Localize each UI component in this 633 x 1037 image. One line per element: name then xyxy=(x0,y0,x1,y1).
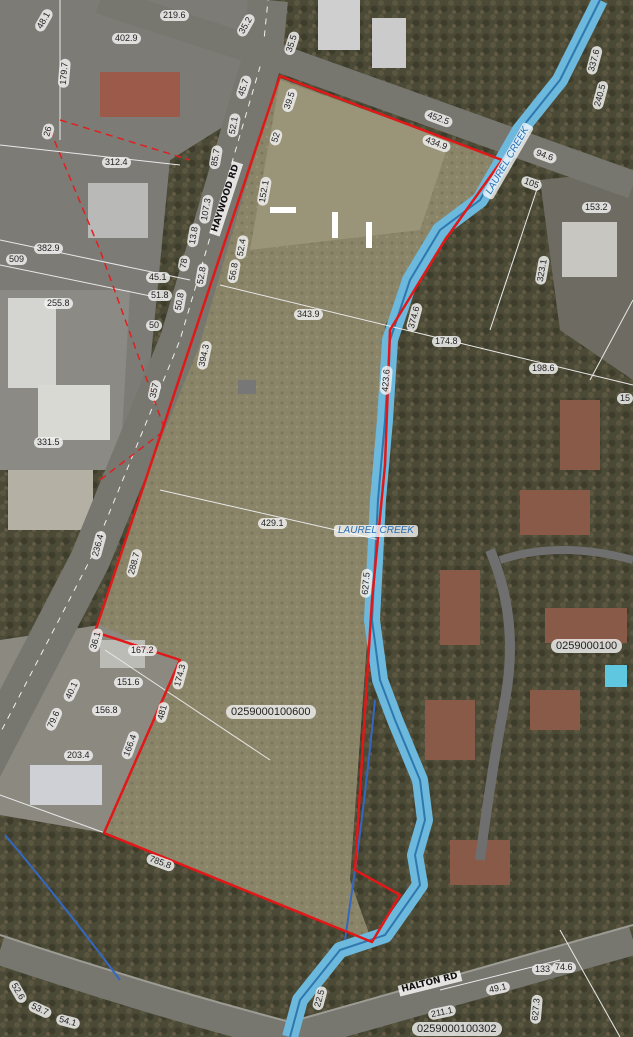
dashed-boundary xyxy=(49,129,166,481)
apartment-building xyxy=(560,400,600,470)
dimension-label: 15 xyxy=(617,393,633,404)
building xyxy=(38,385,110,440)
dimension-label: 509 xyxy=(6,254,28,265)
dimension-label: 156.8 xyxy=(92,705,121,716)
dimension-label: 331.5 xyxy=(34,437,63,448)
structure xyxy=(270,207,296,213)
building xyxy=(100,72,180,117)
parcel-id-east[interactable]: 0259000100 xyxy=(551,639,623,653)
structure xyxy=(238,380,256,394)
tributary-stream xyxy=(4,834,121,981)
dimension-label: 151.6 xyxy=(114,677,143,688)
apartment-drive xyxy=(475,548,515,861)
halton-road-edge xyxy=(0,924,633,1024)
dimension-label: 45.1 xyxy=(146,272,170,283)
dimension-label: 51.8 xyxy=(148,290,172,301)
building xyxy=(318,0,360,50)
building xyxy=(8,470,93,530)
halton-road xyxy=(0,925,633,1037)
apartment-drive xyxy=(498,546,633,564)
dimension-label: 153.2 xyxy=(582,202,611,213)
structure xyxy=(332,212,338,238)
building xyxy=(8,298,56,388)
dimension-label: 133 xyxy=(532,964,554,975)
structure xyxy=(366,222,372,248)
apartment-building xyxy=(520,490,590,535)
dimension-label: 312.4 xyxy=(102,157,131,168)
dimension-label: 219.6 xyxy=(160,10,189,21)
apartment-building xyxy=(530,690,580,730)
haywood-road-centerline xyxy=(0,0,269,735)
building xyxy=(88,183,148,238)
subject-parcel-boundary[interactable] xyxy=(93,74,504,944)
parcel-id-south[interactable]: 0259000100302 xyxy=(412,1022,502,1036)
dimension-label: 402.9 xyxy=(112,33,141,44)
dimension-label: 174.8 xyxy=(432,336,461,347)
building xyxy=(372,18,406,68)
building xyxy=(30,765,102,805)
dimension-label: 203.4 xyxy=(64,750,93,761)
apartment-building xyxy=(440,570,480,645)
apartment-building xyxy=(425,700,475,760)
swimming-pool xyxy=(605,665,627,687)
dimension-label: 255.8 xyxy=(44,298,73,309)
dimension-label: 343.9 xyxy=(294,309,323,320)
dimension-label: 382.9 xyxy=(34,243,63,254)
dimension-label: 429.1 xyxy=(258,518,287,529)
dimension-label: 198.6 xyxy=(529,363,558,374)
creek-label-middle: LAUREL CREEK xyxy=(334,525,418,537)
dimension-label: 74.6 xyxy=(552,962,576,973)
parcel-id-main[interactable]: 0259000100600 xyxy=(226,705,316,719)
apartment-building xyxy=(545,608,627,643)
dashed-boundary xyxy=(59,119,191,161)
building xyxy=(562,222,617,277)
dimension-label: 167.2 xyxy=(128,645,157,656)
dimension-label: 50 xyxy=(146,320,163,331)
